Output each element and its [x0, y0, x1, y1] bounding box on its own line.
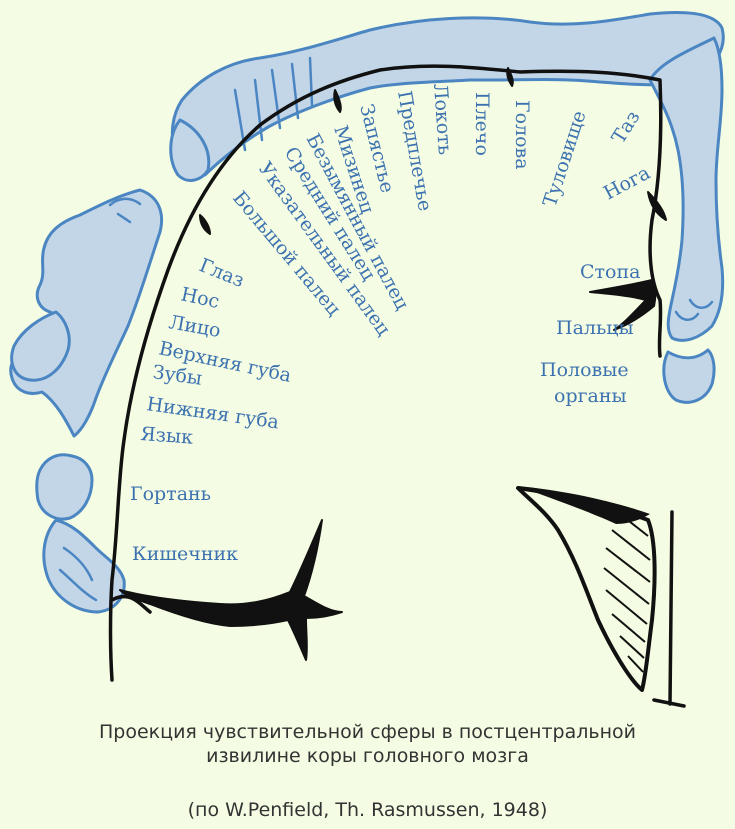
label-golova: Голова	[511, 100, 533, 170]
label-taz: Таз	[608, 107, 645, 148]
label-lokot: Локоть	[429, 83, 456, 156]
caption-source: (по W.Penfield, Th. Rasmussen, 1948)	[0, 798, 735, 822]
ventricle-wall	[670, 512, 672, 704]
label-nos: Нос	[179, 283, 221, 313]
label-predplechye: Предплечье	[393, 89, 436, 213]
homunculus-larynx	[37, 455, 92, 519]
label-noga: Нога	[600, 162, 654, 205]
label-plecho: Плечо	[471, 92, 493, 156]
label-litso: Лицо	[167, 311, 222, 342]
label-polovye: Половые	[540, 359, 629, 381]
homunculus-head	[11, 190, 162, 436]
ventricle	[518, 486, 684, 706]
cortex-fork-bottom	[120, 520, 342, 660]
cortex-notch-left	[200, 215, 210, 234]
caption-line-1: Проекция чувствительной сферы в постцент…	[0, 720, 735, 744]
label-gortan: Гортань	[130, 483, 211, 505]
label-stopa: Стопа	[580, 261, 640, 283]
caption-line-2: извилине коры головного мозга	[0, 744, 735, 768]
label-glaz: Глаз	[196, 254, 247, 292]
homunculus-genitals	[664, 350, 714, 402]
label-tulovishche: Туловище	[539, 108, 591, 210]
label-kishechnik: Кишечник	[132, 543, 238, 565]
label-paltsy: Пальцы	[556, 317, 634, 339]
label-yazyk: Язык	[140, 423, 194, 449]
label-organy: органы	[554, 385, 627, 407]
